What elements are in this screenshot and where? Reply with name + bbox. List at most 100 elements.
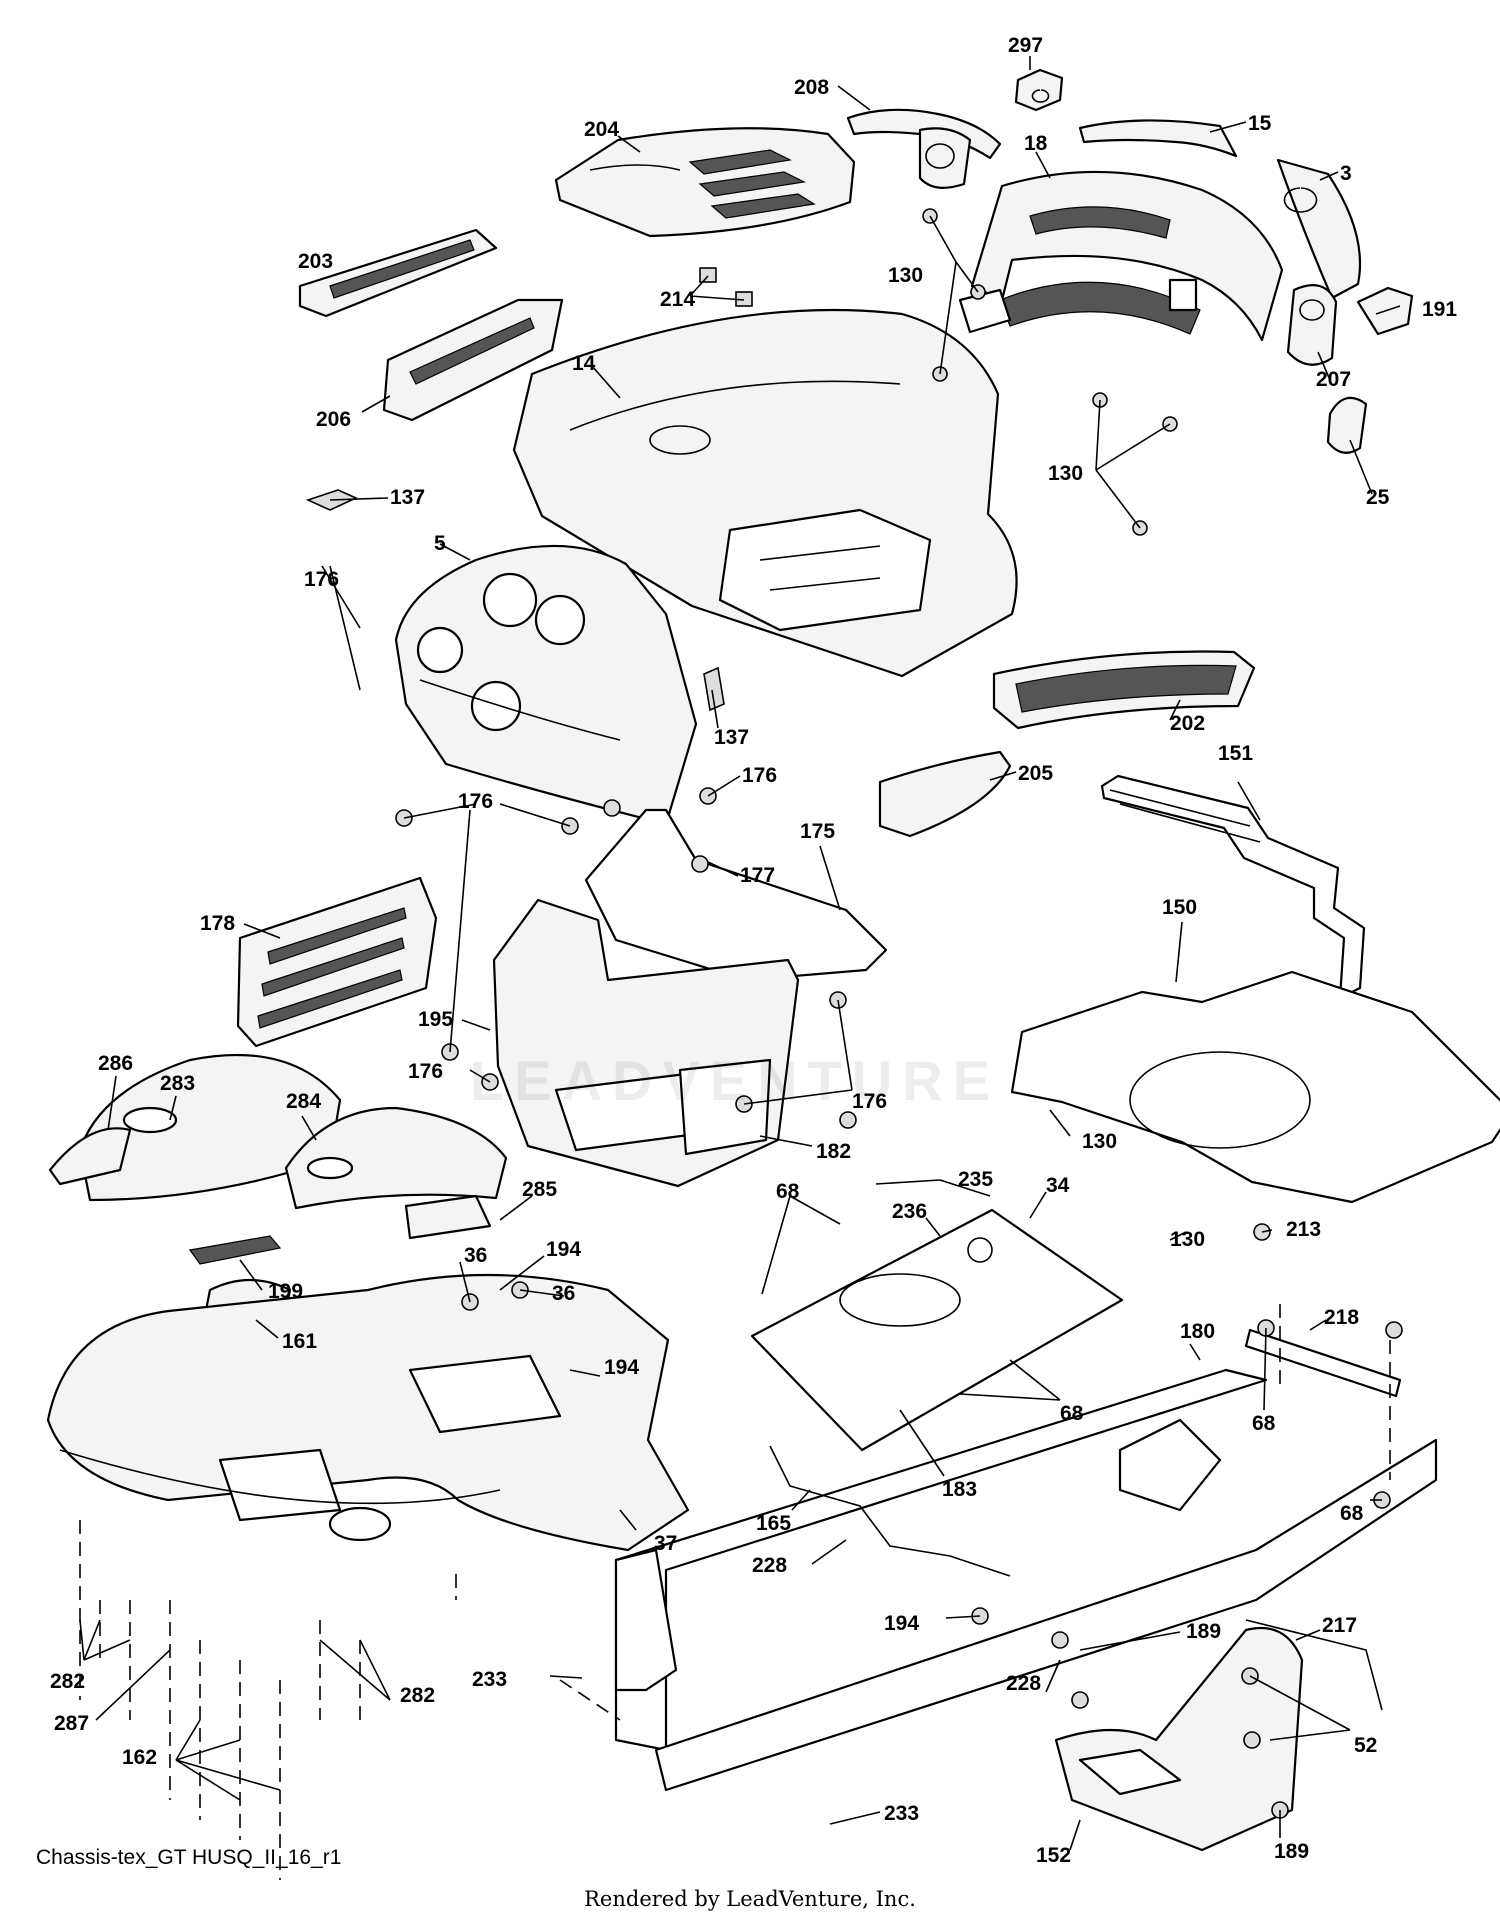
callout-218: 218: [1324, 1306, 1359, 1329]
callout-176-c: 176: [458, 790, 493, 813]
callout-203: 203: [298, 250, 333, 273]
callout-137-b: 137: [714, 726, 749, 749]
callout-176-a: 176: [304, 568, 339, 591]
callout-213: 213: [1286, 1218, 1321, 1241]
callout-176-e: 176: [852, 1090, 887, 1113]
part-150-deck-shield: [1010, 970, 1500, 1204]
part-217-rod: [1245, 1619, 1383, 1711]
part-34-plate: [750, 1208, 1124, 1452]
callout-206: 206: [316, 408, 351, 431]
part-203-side-grille: [298, 228, 498, 318]
callout-287: 287: [54, 1712, 89, 1735]
part-152-bracket: [1054, 1626, 1304, 1852]
part-286-grip: [48, 1127, 132, 1186]
part-165-rod: [769, 1445, 1011, 1577]
callout-25: 25: [1366, 486, 1390, 509]
part-18-front-bumper: [958, 170, 1284, 342]
part-199-plate: [188, 1235, 282, 1265]
callouts: 297 208 15 204 18 3 130 203 214 191 14 2…: [50, 34, 1457, 1867]
callout-130-c: 130: [1082, 1130, 1117, 1153]
part-208-bracket: [846, 108, 1002, 189]
part-285-cover: [404, 1194, 492, 1240]
callout-5: 5: [434, 532, 446, 555]
callout-189-b: 189: [1274, 1840, 1309, 1863]
callout-228-a: 228: [752, 1554, 787, 1577]
callout-208: 208: [794, 76, 829, 99]
callout-177: 177: [740, 864, 775, 887]
callout-191: 191: [1422, 298, 1457, 321]
callout-176-d: 176: [408, 1060, 443, 1083]
callout-130-b: 130: [1048, 462, 1083, 485]
callout-194-c: 194: [884, 1612, 919, 1635]
callout-161: 161: [282, 1330, 317, 1353]
callout-235: 235: [958, 1168, 993, 1191]
callout-202: 202: [1170, 712, 1205, 735]
callout-182: 182: [816, 1140, 851, 1163]
part-283-fender-cover: [78, 1054, 342, 1202]
callout-130-a: 130: [888, 264, 923, 287]
part-207-lamp: [1286, 284, 1338, 366]
rendered-by-credit: Rendered by LeadVenture, Inc.: [584, 1887, 916, 1911]
callout-199: 199: [268, 1280, 303, 1303]
callout-282-a: 282: [50, 1670, 85, 1693]
part-14-hood: [512, 308, 1018, 678]
callout-36-a: 36: [464, 1244, 487, 1267]
part-206-side-grille: [382, 298, 564, 422]
callout-137-a: 137: [390, 486, 425, 509]
part-25-bracket: [1326, 396, 1368, 454]
callout-68-c: 68: [1060, 1402, 1084, 1425]
watermark: LEADVENTURE: [470, 1049, 1001, 1112]
part-218-bar: [1244, 1328, 1402, 1398]
part-178-grille-plate: [236, 876, 438, 1048]
part-202-front-grille: [992, 650, 1256, 730]
part-284-fender-cover: [284, 1106, 508, 1210]
callout-205: 205: [1018, 762, 1053, 785]
callout-194-b: 194: [604, 1356, 639, 1379]
callout-228-b: 228: [1006, 1672, 1041, 1695]
callout-282-b: 282: [400, 1684, 435, 1707]
callout-68-d: 68: [1340, 1502, 1364, 1525]
part-15-trim: [1078, 119, 1238, 158]
callout-68-a: 68: [776, 1180, 800, 1203]
callout-130-d: 130: [1170, 1228, 1205, 1251]
callout-178: 178: [200, 912, 235, 935]
callout-189-a: 189: [1186, 1620, 1221, 1643]
callout-151: 151: [1218, 742, 1253, 765]
callout-233-a: 233: [472, 1668, 507, 1691]
callout-214: 214: [660, 288, 695, 311]
callout-18: 18: [1024, 132, 1048, 155]
assembly-lines: [79, 1304, 1391, 1880]
part-214-clips: [699, 267, 753, 307]
callout-233-b: 233: [884, 1802, 919, 1825]
part-37-fender: [46, 1273, 690, 1552]
callout-34: 34: [1046, 1174, 1070, 1197]
callout-204: 204: [584, 118, 619, 141]
callout-68-b: 68: [1252, 1412, 1276, 1435]
callout-14: 14: [572, 352, 596, 375]
callout-150: 150: [1162, 896, 1197, 919]
callout-37: 37: [654, 1532, 677, 1555]
callout-183: 183: [942, 1478, 977, 1501]
callout-165: 165: [756, 1512, 791, 1535]
callout-15: 15: [1248, 112, 1272, 135]
callout-217: 217: [1322, 1614, 1357, 1637]
callout-285: 285: [522, 1178, 557, 1201]
part-204-hood-grille: [554, 127, 856, 238]
callout-176-b: 176: [742, 764, 777, 787]
part-180-frame: [614, 1368, 1438, 1792]
part-297-knob: [1014, 68, 1064, 112]
callout-3: 3: [1340, 162, 1352, 185]
callout-207: 207: [1316, 368, 1351, 391]
part-205-side-trim: [878, 750, 1012, 838]
part-5-dash: [394, 544, 698, 826]
callout-162: 162: [122, 1746, 157, 1769]
callout-286: 286: [98, 1052, 133, 1075]
leader-lines: [79, 56, 1401, 1851]
callout-175: 175: [800, 820, 835, 843]
callout-152: 152: [1036, 1844, 1071, 1867]
callout-36-b: 36: [552, 1282, 575, 1305]
part-175-dash-bracket: [584, 808, 888, 982]
callout-180: 180: [1180, 1320, 1215, 1343]
